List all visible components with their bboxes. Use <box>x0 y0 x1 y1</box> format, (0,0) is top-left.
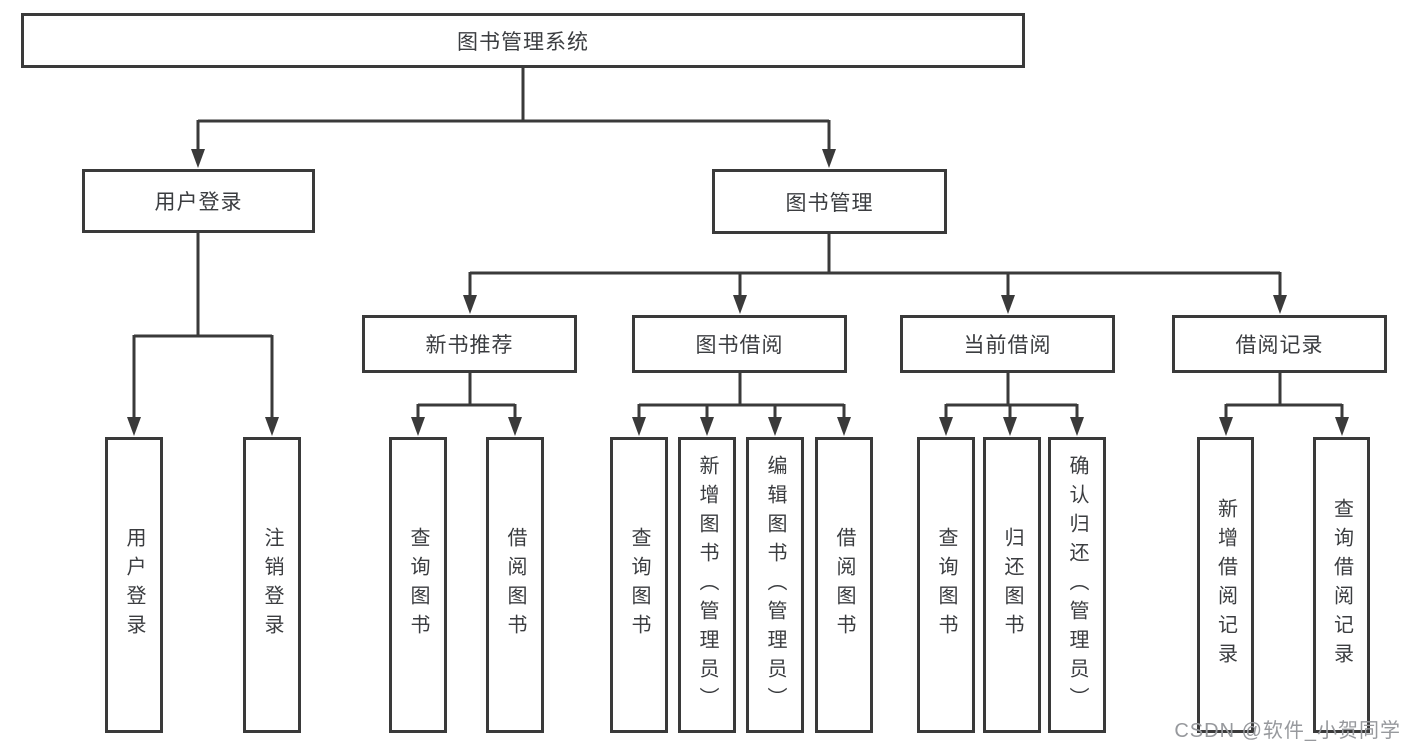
node-nb-query-books: 查询图书 <box>389 437 447 733</box>
node-br-query-record: 查询借阅记录 <box>1313 437 1370 733</box>
node-nb-borrow-books: 借阅图书 <box>486 437 544 733</box>
node-new-book-recommend: 新书推荐 <box>362 315 577 373</box>
node-bb-edit-books-admin: 编辑图书（管理员） <box>746 437 804 733</box>
node-logout-action: 注销登录 <box>243 437 301 733</box>
arrowheads <box>127 149 1349 436</box>
node-root: 图书管理系统 <box>21 13 1025 68</box>
node-br-add-record: 新增借阅记录 <box>1197 437 1254 733</box>
node-bb-add-books-admin: 新增图书（管理员） <box>678 437 736 733</box>
watermark: CSDN @软件_小贺同学 <box>1174 720 1401 742</box>
node-book-borrow: 图书借阅 <box>632 315 847 373</box>
node-user-login-action: 用户登录 <box>105 437 163 733</box>
node-cb-confirm-return-admin: 确认归还（管理员） <box>1048 437 1106 733</box>
node-cb-return-books: 归还图书 <box>983 437 1041 733</box>
node-user-login: 用户登录 <box>82 169 315 233</box>
node-book-management: 图书管理 <box>712 169 947 234</box>
node-bb-borrow-books: 借阅图书 <box>815 437 873 733</box>
node-cb-query-books: 查询图书 <box>917 437 975 733</box>
node-bb-query-books: 查询图书 <box>610 437 668 733</box>
node-borrow-records: 借阅记录 <box>1172 315 1387 373</box>
node-current-borrow: 当前借阅 <box>900 315 1115 373</box>
